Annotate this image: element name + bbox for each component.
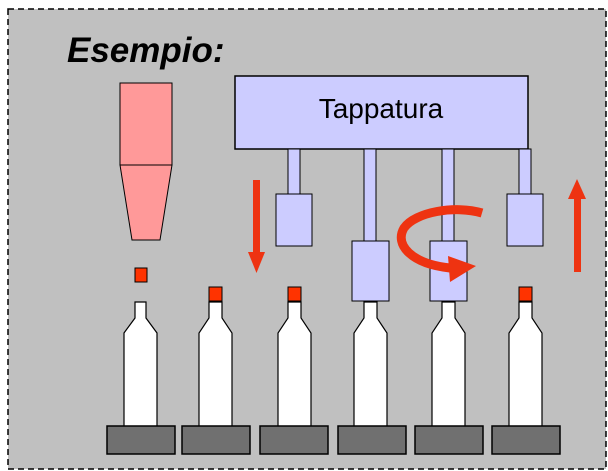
spindle-station-5 — [441, 148, 455, 242]
hopper-funnel — [119, 164, 173, 241]
conveyor-base-6 — [491, 425, 561, 455]
cap-station-6 — [518, 286, 533, 302]
up-arrow-icon — [568, 179, 586, 272]
falling-cap — [134, 267, 148, 283]
hopper-top — [119, 82, 173, 166]
conveyor-base-3 — [259, 425, 329, 455]
cap-station-3 — [287, 286, 302, 302]
spindle-station-6 — [518, 148, 532, 195]
cap-station-2 — [208, 286, 223, 302]
head-station-4-lowered — [351, 240, 390, 302]
diagram-title: Esempio: — [67, 31, 225, 70]
conveyor-base-2 — [181, 425, 251, 455]
head-station-6-raised — [506, 193, 544, 247]
conveyor-base-5 — [414, 425, 484, 455]
capping-machine-body — [234, 75, 529, 150]
down-arrow-icon — [248, 180, 265, 273]
spindle-station-3 — [287, 148, 301, 195]
capping-machine-label: Tappatura — [319, 93, 444, 124]
rotation-arrow-icon — [396, 205, 484, 282]
head-station-3-raised — [275, 193, 313, 247]
spindle-station-4 — [363, 148, 377, 242]
cap-hopper — [119, 82, 173, 241]
conveyor-base-4 — [337, 425, 407, 455]
conveyor-base-1 — [106, 425, 176, 455]
